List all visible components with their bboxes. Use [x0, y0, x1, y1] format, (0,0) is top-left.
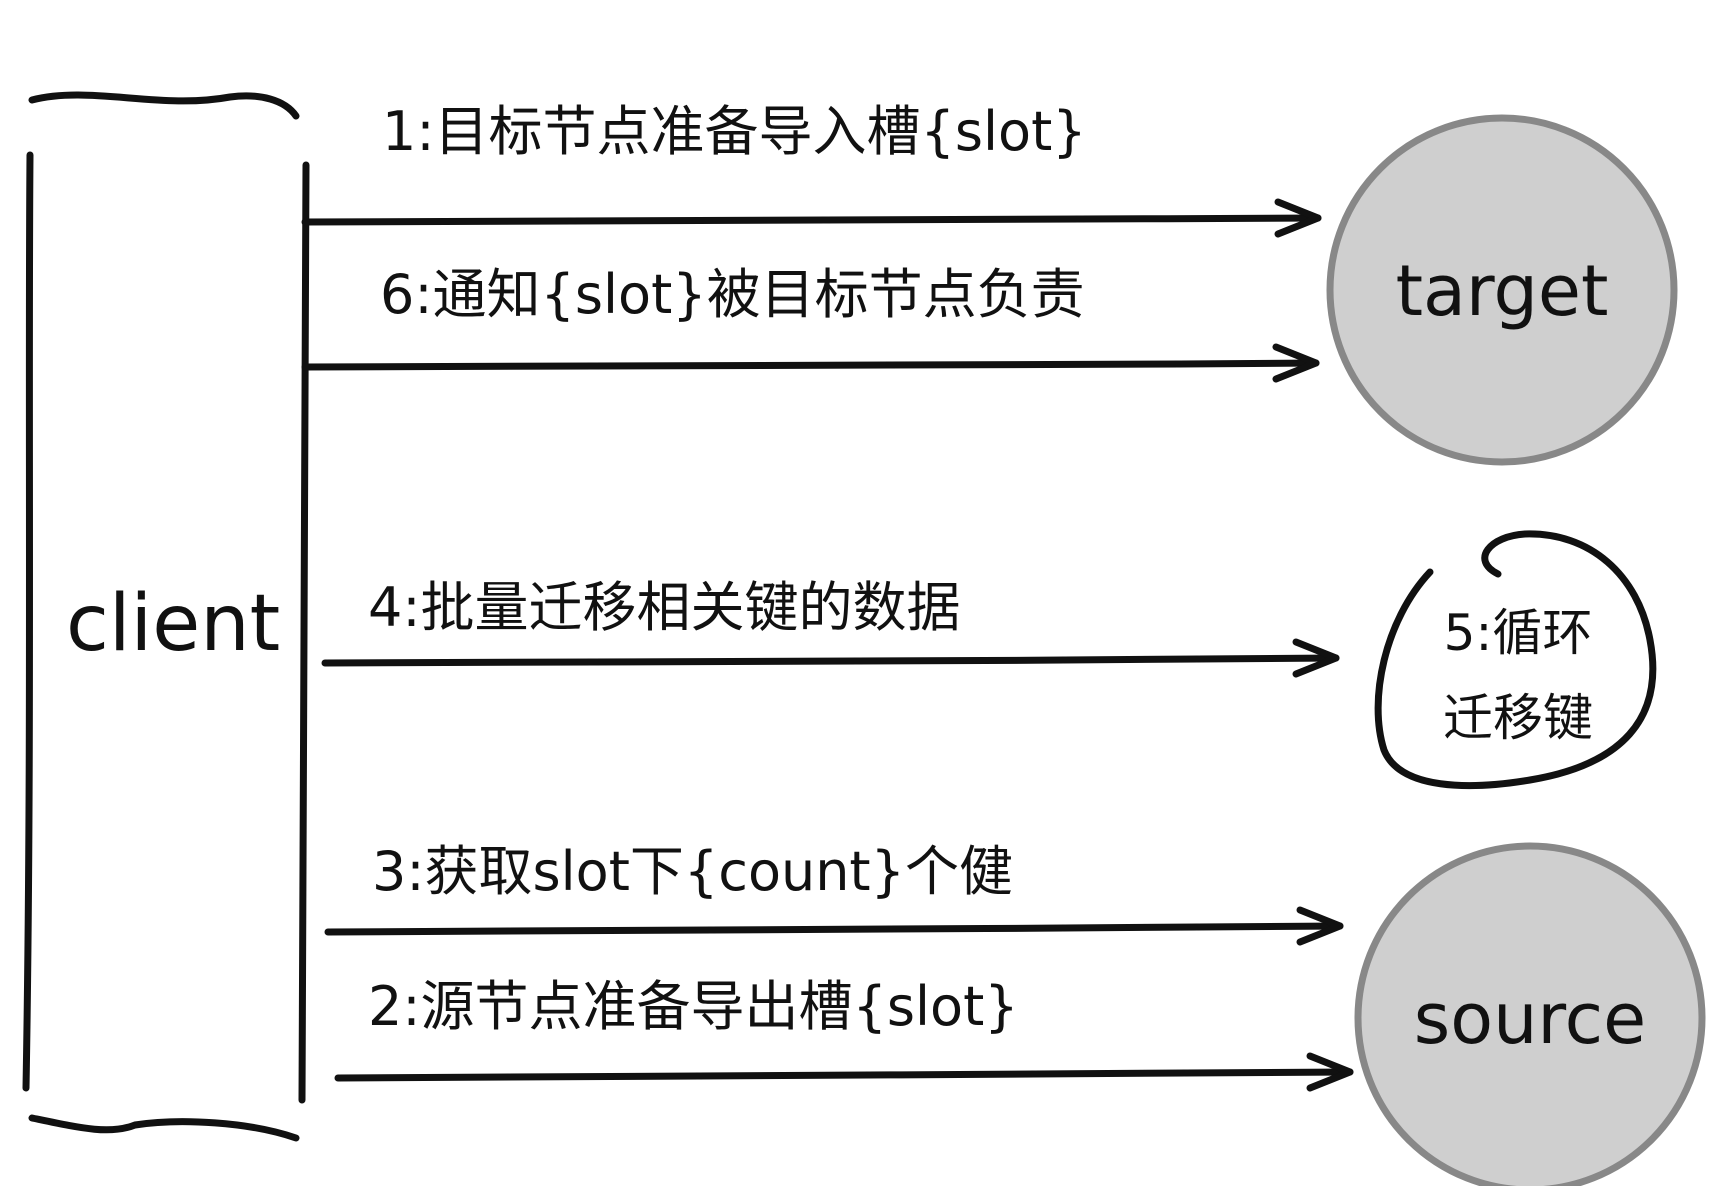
source-node	[1354, 842, 1706, 1186]
client-bracket	[22, 91, 310, 1142]
target-node	[1326, 114, 1678, 466]
client-bracket-right	[298, 161, 310, 1104]
source-node-label: source	[1414, 978, 1646, 1060]
loop-label-line2: 迁移键	[1443, 689, 1593, 747]
loop-circle	[1374, 530, 1657, 790]
client-bracket-left	[22, 151, 34, 1092]
step-4-arrow-line	[321, 654, 1340, 667]
step-1-arrow-line	[301, 214, 1322, 226]
step-6-arrow-line	[301, 359, 1320, 371]
step-4-label: 4:批量迁移相关键的数据	[368, 576, 961, 639]
step-3-arrow-head	[1296, 906, 1344, 946]
loop-label-line1: 5:循环	[1444, 604, 1593, 662]
step-3-label: 3:获取slot下{count}个健	[372, 840, 1013, 903]
step-1-label: 1:目标节点准备导入槽{slot}	[382, 100, 1087, 163]
step-6-arrow-head	[1272, 343, 1320, 383]
step-1-arrow-head	[1274, 198, 1322, 238]
step-4-arrow-head	[1292, 638, 1340, 678]
client-bracket-bottom	[28, 1114, 300, 1142]
step-2-label: 2:源节点准备导出槽{slot}	[368, 975, 1019, 1038]
step-6-label: 6:通知{slot}被目标节点负责	[380, 263, 1085, 326]
step-3-arrow-line	[324, 922, 1344, 936]
target-node-label: target	[1396, 250, 1609, 332]
step-2-arrow-line	[334, 1068, 1354, 1082]
client-label: client	[66, 579, 280, 669]
client-bracket-top	[28, 91, 300, 120]
step-2-arrow-head	[1306, 1052, 1354, 1092]
